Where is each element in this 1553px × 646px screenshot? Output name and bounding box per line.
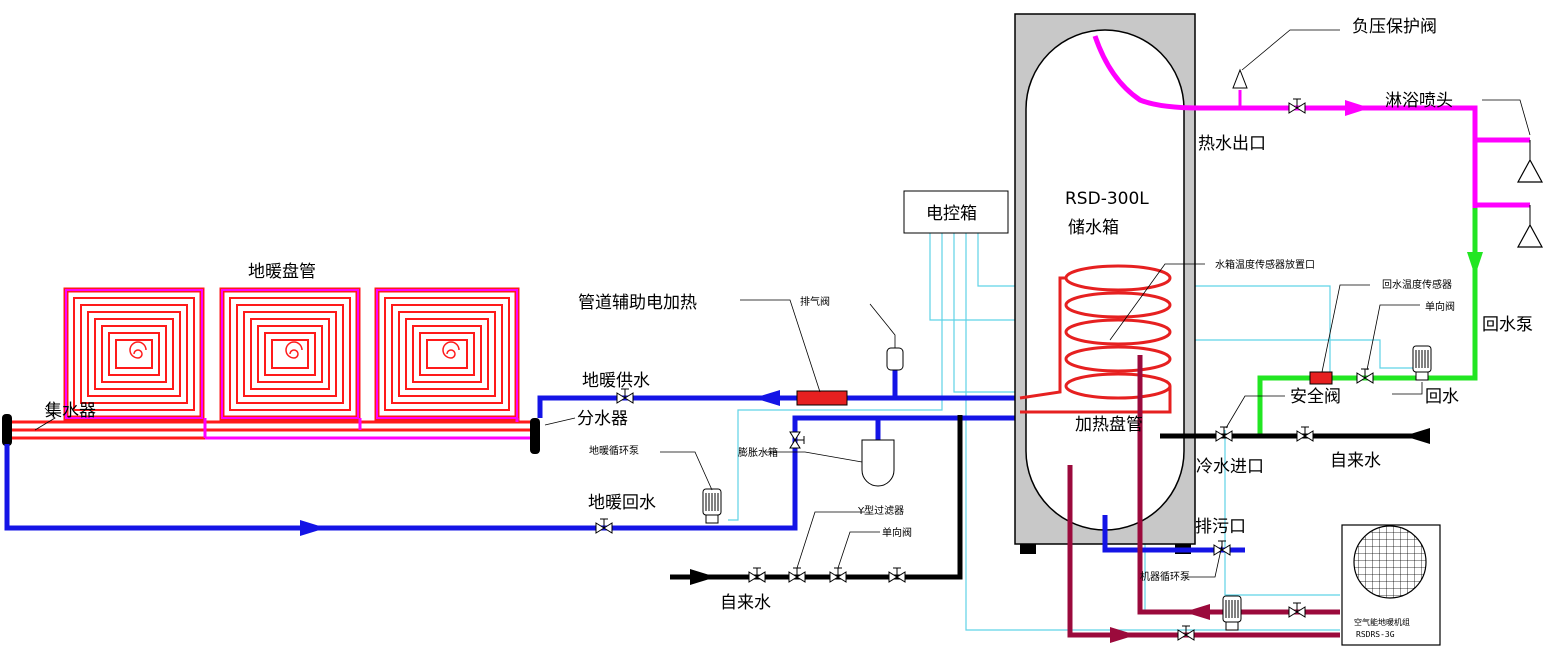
distributor-label: 分水器 [577, 409, 628, 429]
heat-pump-arrow-1 [1184, 604, 1210, 620]
shower-label: 淋浴喷头 [1385, 91, 1453, 111]
tap-water-1-label: 自来水 [720, 593, 771, 613]
storage-tank [1014, 13, 1196, 554]
vent-valve-label: 排气阀 [800, 295, 830, 308]
return-flow-down-arrow [1467, 252, 1483, 276]
cold-inlet-valve [1215, 426, 1233, 442]
floor-coil-panel-3 [374, 287, 520, 421]
tank-name-label: 储水箱 [1068, 218, 1119, 238]
check-valve-2 [1356, 368, 1374, 384]
heat-pump-unit [1341, 524, 1441, 646]
tank-sensor-label: 水箱温度传感器放置口 [1215, 258, 1315, 271]
distributor-manifold [530, 418, 540, 454]
expansion-valve [789, 431, 805, 449]
hot-water-arrow [1345, 100, 1370, 116]
hot-outlet-label: 热水出口 [1198, 134, 1266, 154]
floor-circulation-pump [702, 488, 722, 524]
drain-valve [1213, 540, 1231, 556]
floor-heating-coils [63, 287, 520, 421]
cold-inlet-label: 冷水进口 [1196, 457, 1264, 477]
return-water-label: 回水 [1425, 387, 1459, 407]
floor-heating-circuit [4, 370, 1020, 531]
tank-model-label: RSD-300L [1065, 189, 1149, 209]
expansion-tank-label: 膨胀水箱 [738, 446, 778, 459]
check-valve-1 [829, 567, 847, 583]
return-sensor-label: 回水温度传感器 [1382, 278, 1452, 291]
floor-coil-panel-1 [63, 287, 205, 421]
tap-water-2-label: 自来水 [1330, 451, 1381, 471]
return-pump [1412, 345, 1432, 381]
leader-lines [34, 29, 1531, 578]
unit-name-label: 空气能地暖机组 [1354, 617, 1410, 627]
pipe-heater-label: 管道辅助电加热 [578, 293, 697, 313]
floor-return-valve [595, 518, 613, 534]
floor-coil-panel-2 [219, 287, 361, 421]
shower-head-2 [1517, 224, 1543, 248]
manifold-pipes [8, 418, 532, 440]
y-filter-label: Y型过滤器 [857, 504, 904, 517]
neg-pressure-valve-label: 负压保护阀 [1352, 17, 1437, 37]
shower-head-1 [1517, 159, 1543, 183]
heating-coil [1019, 264, 1172, 414]
collector-manifold [2, 414, 12, 446]
floor-return-label: 地暖回水 [588, 493, 656, 513]
tap-valve-3 [1296, 426, 1314, 442]
negative-pressure-valve [1232, 68, 1248, 89]
control-box [903, 190, 1009, 234]
check-valve-1-label: 单向阀 [882, 526, 912, 539]
floor-supply-valve [616, 388, 634, 404]
return-pump-label: 回水泵 [1482, 315, 1533, 335]
unit-valve-2 [1177, 625, 1195, 641]
unit-pump-label: 机器循环泵 [1140, 570, 1190, 583]
heat-pump-arrow-2 [1110, 627, 1136, 643]
drain-label: 排污口 [1195, 517, 1246, 537]
heat-pump-loop [1067, 355, 1340, 638]
tap-valve-1 [748, 567, 766, 583]
vent-valve [886, 347, 904, 371]
floor-coil-label: 地暖盘管 [248, 262, 316, 282]
tap-water-line-1 [670, 415, 963, 580]
tap-water-arrow-2 [1404, 428, 1430, 444]
floor-supply-label: 地暖供水 [582, 371, 650, 391]
tap-water-arrow-1 [690, 569, 716, 585]
expansion-tank [861, 439, 895, 487]
y-filter [788, 567, 806, 583]
return-flow-arrow [300, 520, 326, 536]
return-temp-sensor [1309, 371, 1333, 385]
hot-water-pipe [1092, 35, 1530, 208]
safety-valve-label: 安全阀 [1290, 387, 1341, 407]
heating-coil-label: 加热盘管 [1075, 415, 1143, 435]
floor-pump-label: 地暖循环泵 [589, 444, 639, 457]
control-box-label: 电控箱 [926, 204, 977, 224]
unit-model-label: RSDRS-3G [1356, 630, 1395, 639]
pipe-auxiliary-heater [796, 390, 848, 406]
hot-water-valve [1288, 98, 1306, 114]
tap-valve-2 [888, 567, 906, 583]
collector-label: 集水器 [45, 401, 96, 421]
unit-valve-1 [1288, 602, 1306, 618]
supply-flow-arrow [754, 390, 780, 406]
check-valve-2-label: 单向阀 [1425, 300, 1455, 313]
drain-pipe [1102, 515, 1245, 553]
unit-circulation-pump [1222, 595, 1242, 631]
